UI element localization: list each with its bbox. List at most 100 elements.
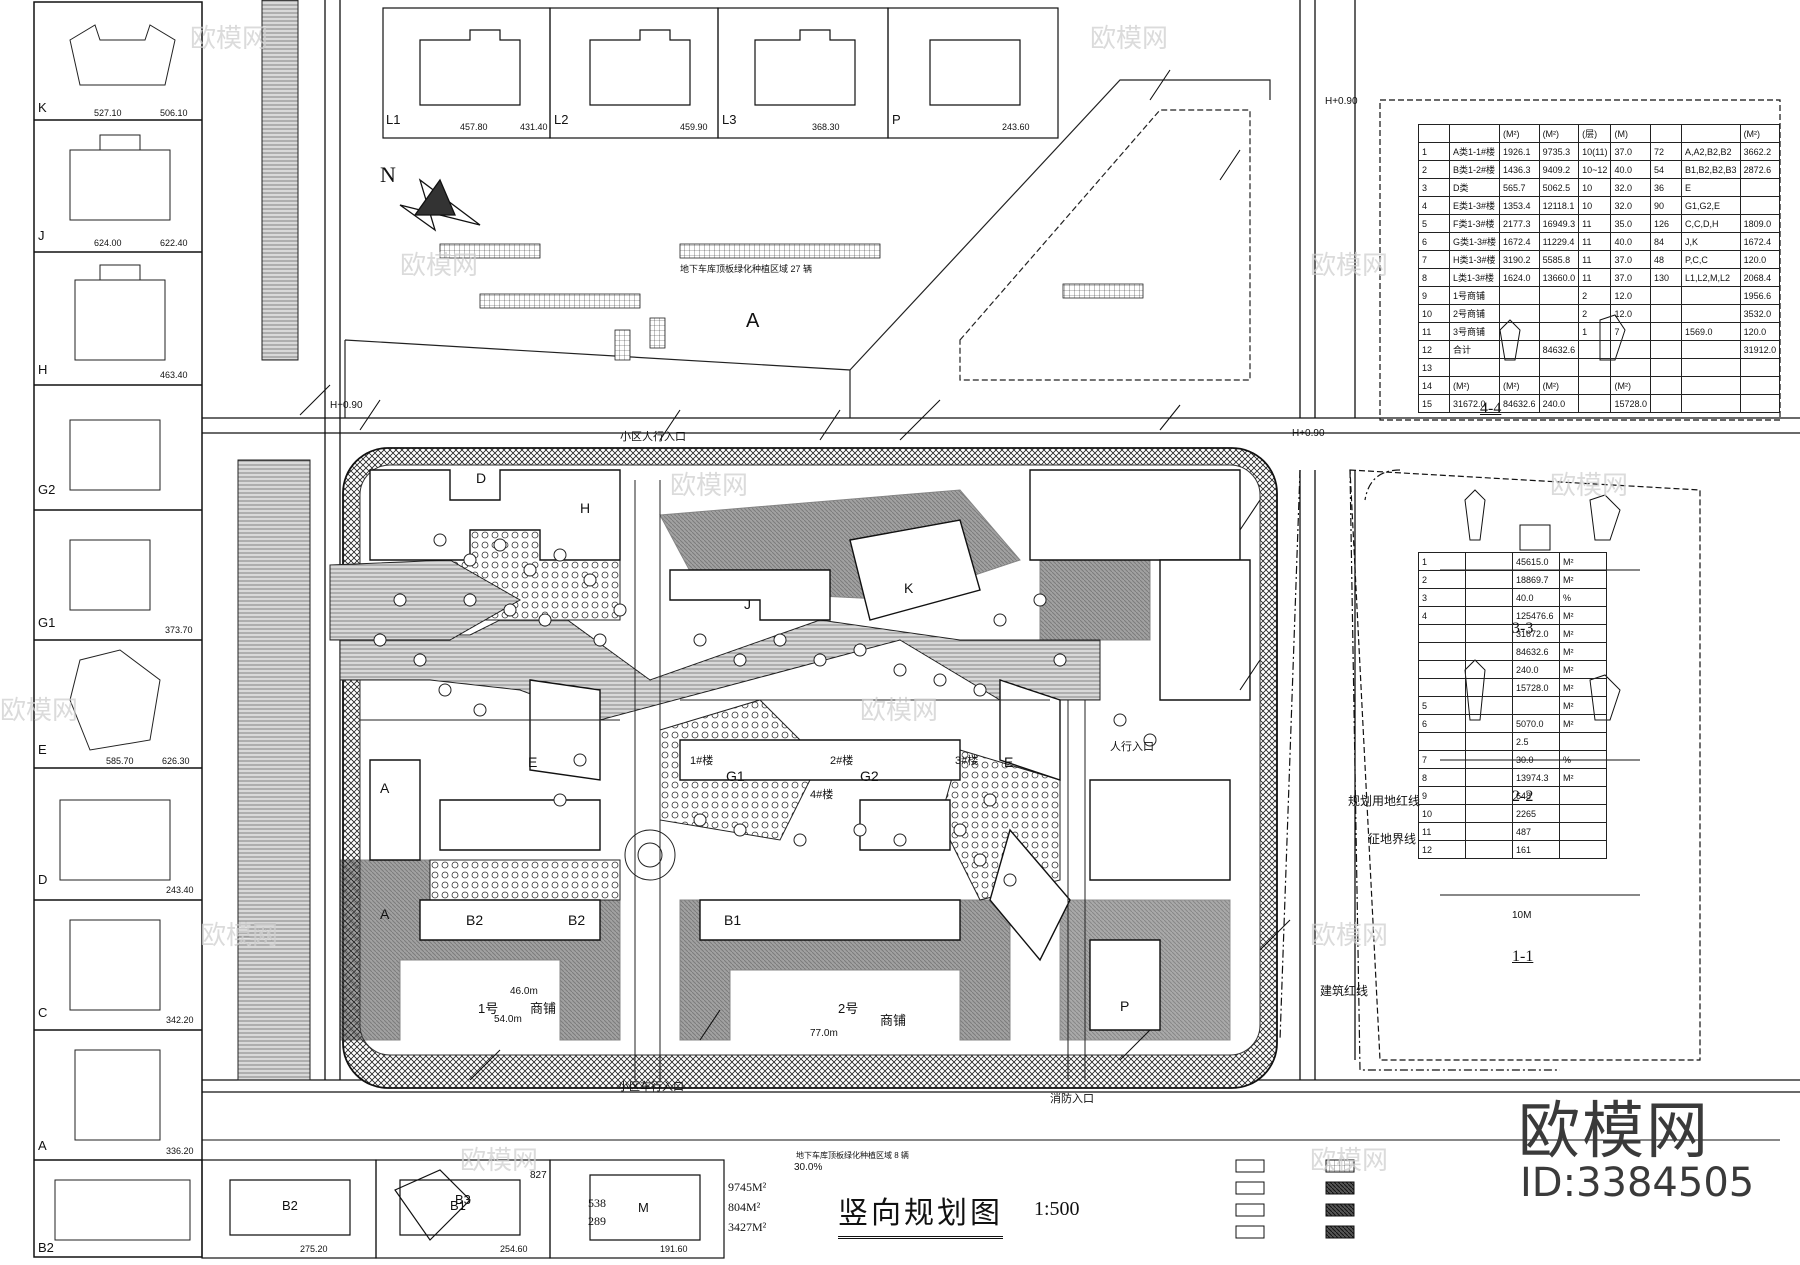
summary-table-cell: 18869.7 (1512, 570, 1560, 589)
stats-table-cell: 3 (1418, 178, 1450, 197)
stats-table-cell: E类1-3#楼 (1448, 196, 1501, 215)
bottom-plan-label-b1: B1 (450, 1198, 466, 1213)
bldg-label: D (476, 470, 487, 486)
stats-table-row: 14(M²)(M²)(M²)(M²) (1418, 376, 1781, 395)
block-a-label: A (746, 310, 760, 332)
summary-table-cell: 31672.0 (1512, 624, 1560, 643)
summary-table-cell (1418, 678, 1466, 697)
summary-table-cell: 125476.6 (1512, 606, 1560, 625)
stats-table-cell: 32.0 (1610, 196, 1652, 215)
stats-table-cell: 1569.0 (1681, 322, 1741, 341)
stats-table-cell: 1 (1418, 142, 1450, 161)
stats-table-cell: L类1-3#楼 (1448, 268, 1501, 287)
tree-symbol (538, 613, 552, 627)
drawing-scale: 1:500 (1034, 1198, 1080, 1220)
bottom-plan-label-b2: B2 (282, 1198, 298, 1213)
stats-table-cell (1650, 286, 1683, 305)
bldg-label: 1#楼 (690, 755, 714, 767)
stats-table-cell: 37.0 (1610, 268, 1652, 287)
stats-table-cell: 130 (1650, 268, 1683, 287)
stats-table-cell: 15728.0 (1610, 394, 1652, 413)
summary-table-cell (1418, 732, 1466, 751)
summary-table-cell (1465, 570, 1513, 589)
stats-table-cell (1739, 376, 1781, 395)
red-line-label: 建筑红线 (1320, 984, 1369, 998)
summary-table-cell (1465, 588, 1513, 607)
bldg-label: P (1120, 998, 1130, 1014)
stats-table-cell (1650, 394, 1683, 413)
stats-table-cell: 84632.6 (1499, 394, 1540, 413)
bottom-plan-label-b3: B3 (455, 1192, 471, 1207)
plan-label-g1: G1 (38, 615, 56, 630)
summary-table-cell: 487 (1512, 822, 1560, 841)
tree-symbol (973, 853, 987, 867)
bldg-label: A (380, 780, 390, 796)
stats-table-cell (1739, 394, 1781, 413)
stats-table-cell: 11 (1578, 232, 1612, 251)
stats-table-cell: 12118.1 (1538, 196, 1580, 215)
tree-symbol (1113, 713, 1127, 727)
tree-symbol (1033, 593, 1047, 607)
stats-table-cell (1650, 376, 1683, 395)
stats-table-cell (1739, 358, 1781, 377)
red-line-label: 征地界线 (1368, 832, 1417, 846)
stats-table-cell: 1926.1 (1499, 142, 1540, 161)
stats-table-cell: (M²) (1499, 376, 1540, 395)
summary-table-cell (1559, 732, 1607, 751)
tree-symbol (773, 633, 787, 647)
plan-label-a: A (38, 1138, 47, 1153)
tree-symbol (1143, 733, 1157, 747)
plan-label-d-area: 243.40 (166, 885, 194, 895)
stats-table-cell (1650, 322, 1683, 341)
stats-table-cell (1650, 304, 1683, 323)
stats-table-cell: 5062.5 (1538, 178, 1580, 197)
summary-table-cell: 5070.0 (1512, 714, 1560, 733)
stats-table-cell (1499, 286, 1540, 305)
top-plan-area-l1b: 431.40 (520, 122, 548, 132)
left-sidebar-frame (33, 1, 203, 1258)
bldg-label: 3#楼 (955, 755, 979, 767)
stats-table-cell (1538, 358, 1580, 377)
shop-label: 商铺 (880, 1013, 907, 1028)
legend (1235, 1159, 1355, 1239)
summary-table-cell (1465, 714, 1513, 733)
plan-label-b2-side: B2 (38, 1240, 54, 1255)
dimension-leaders (299, 69, 1291, 1081)
stats-table-cell (1578, 376, 1612, 395)
stats-table-cell: 13 (1418, 358, 1450, 377)
summary-table-cell: 7 (1418, 750, 1466, 769)
stats-table-cell: 1436.3 (1499, 160, 1540, 179)
stats-table-cell: 5 (1418, 214, 1450, 233)
stats-table-cell (1681, 304, 1741, 323)
stats-table-cell: 13660.0 (1538, 268, 1580, 287)
stats-table-cell: (M²) (1739, 124, 1781, 143)
plan-label-k: K (38, 100, 47, 115)
plan-label-h: H (38, 362, 48, 377)
stats-table-cell: A类1-1#楼 (1448, 142, 1501, 161)
roads (202, 0, 1800, 1141)
tree-symbol (393, 593, 407, 607)
stats-table-cell: 11 (1418, 322, 1450, 341)
summary-table-cell: 30.0 (1512, 750, 1560, 769)
watermark: 欧模网 (1090, 24, 1169, 54)
stats-table-cell: 35.0 (1610, 214, 1652, 233)
stats-table-cell: 37.0 (1610, 250, 1652, 269)
top-plan-area-p: 243.60 (1002, 122, 1030, 132)
plan-label-d: D (38, 872, 48, 887)
stats-table-cell (1538, 304, 1580, 323)
plan-label-e-area2: 626.30 (162, 756, 190, 766)
bottom-plan-area-b3: 827 (530, 1170, 547, 1181)
